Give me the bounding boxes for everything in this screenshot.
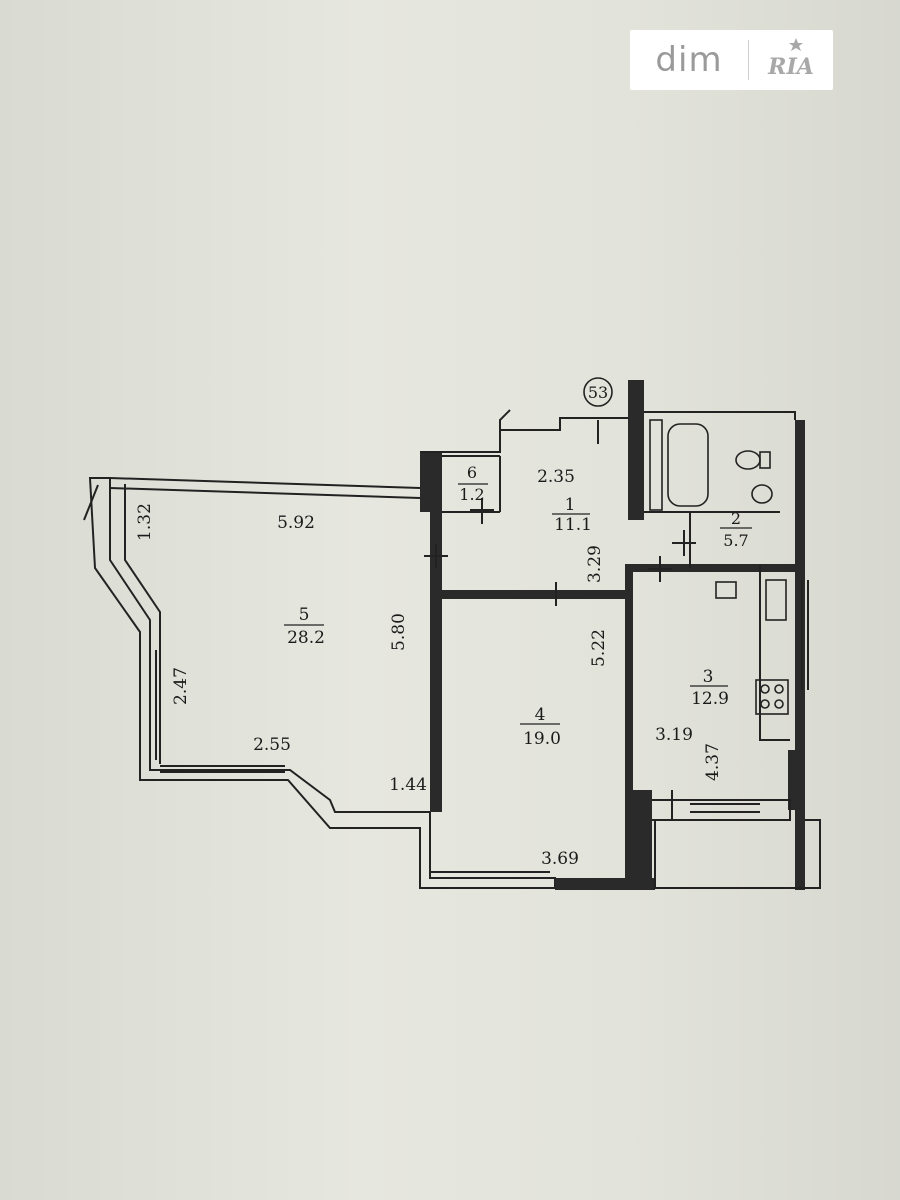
room-6-area: 1.2: [459, 485, 484, 504]
window-room5-left: [149, 650, 157, 760]
sink-icon: [751, 484, 773, 504]
room-1-number: 1: [565, 495, 576, 515]
watermark-dim-text: dim: [655, 40, 723, 80]
wall-top-room5-inner: [109, 487, 421, 499]
room-5-area: 28.2: [287, 628, 325, 648]
kitchen-counter: [759, 565, 790, 741]
partition-1-4: [440, 590, 630, 599]
door-mark-kitchen: [648, 556, 672, 582]
dim-3-19: 3.19: [655, 725, 693, 745]
partition-1-3: [625, 564, 795, 572]
partition-5-4: [430, 512, 442, 812]
dim-1-32: 1.32: [135, 503, 155, 541]
room-1-area: 11.1: [554, 515, 592, 535]
room-4-area: 19.0: [523, 729, 561, 749]
dimria-watermark: dim RIA: [630, 30, 833, 90]
room-6-number: 6: [467, 463, 477, 482]
bath-top: [644, 411, 796, 420]
room-4-number: 4: [535, 705, 546, 725]
dim-5-80: 5.80: [389, 613, 409, 651]
wall-stub-left: [83, 484, 99, 521]
room-3-number: 3: [703, 667, 714, 687]
toilet-tank-icon: [759, 451, 771, 469]
door-mark-storage: [470, 498, 494, 524]
door-mark-bath: [672, 530, 696, 556]
stove-icon: [755, 679, 789, 715]
dim-2-55: 2.55: [253, 735, 291, 755]
stove-burner-icon: [774, 684, 784, 694]
dim-5-92: 5.92: [277, 513, 315, 533]
toilet-icon: [735, 450, 761, 470]
bathtub-icon: [667, 423, 709, 507]
partition-4-3: [625, 568, 633, 878]
section-marker-circle: [583, 377, 613, 407]
kitchen-wall-block: [788, 750, 804, 810]
kitchen-sink-icon: [715, 581, 737, 599]
wall-block-1: [420, 452, 442, 512]
stove-burner-icon: [760, 699, 770, 709]
dim-3-69: 3.69: [541, 849, 579, 869]
watermark-divider: [748, 40, 749, 80]
entry-wall-top-left: [420, 409, 511, 453]
wall-top-room5: [109, 477, 421, 489]
bath-shelf-icon: [649, 419, 663, 511]
dim-3-29: 3.29: [585, 545, 605, 583]
room-3-area: 12.9: [691, 689, 729, 709]
fridge-icon: [765, 579, 787, 621]
window-room5-bottom: [160, 765, 285, 773]
shaft-wall: [628, 380, 644, 520]
section-marker-label: 53: [588, 383, 608, 402]
stove-burner-icon: [774, 699, 784, 709]
room-5-number: 5: [299, 605, 310, 625]
dim-2-35: 2.35: [537, 467, 575, 487]
outer-wall-right: [795, 420, 805, 890]
dim-4-37: 4.37: [703, 743, 723, 781]
outer-wall-bottom-kitchen: [555, 878, 655, 890]
dim-1-44: 1.44: [389, 775, 427, 795]
loggia-outline: [654, 819, 821, 889]
room-2-number: 2: [731, 509, 741, 528]
wall-block-loggia: [630, 790, 652, 880]
ria-logo-icon: RIA: [767, 38, 814, 80]
window-kitchen: [690, 803, 760, 813]
watermark-ria-text: RIA: [767, 54, 814, 80]
stove-burner-icon: [760, 684, 770, 694]
dim-5-22: 5.22: [589, 629, 609, 667]
dim-2-47: 2.47: [171, 667, 191, 705]
loggia-rail: [652, 799, 791, 821]
room-2-area: 5.7: [723, 531, 748, 550]
window-kitchen-right: [801, 580, 809, 690]
wall-left-inner: [124, 484, 161, 764]
entry-wall-top: [500, 417, 628, 431]
window-room4: [430, 871, 550, 879]
door-mark-room5: [424, 544, 448, 568]
